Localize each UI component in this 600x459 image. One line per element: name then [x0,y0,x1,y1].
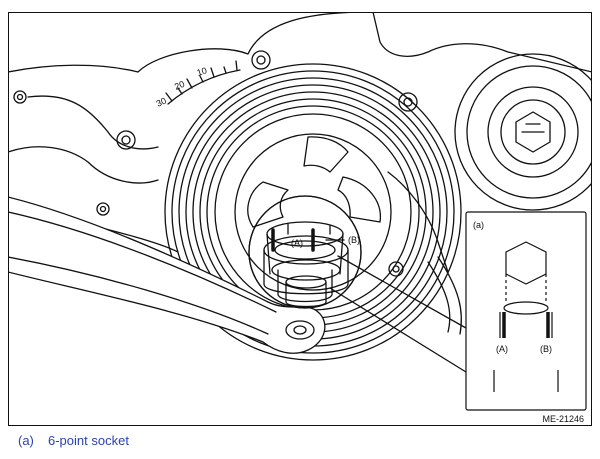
figure-id: ME-21246 [542,414,584,424]
diagram-canvas: 30 20 10 (A) (B) (a) (A) (B) ME-21246 [8,12,592,426]
pulley-window [303,136,349,173]
scale-tick-label: 20 [173,79,186,92]
wrench-handle [9,196,326,354]
figure-caption: (a) 6-point socket [18,433,129,448]
engine-diagram: 30 20 10 (A) (B) (a) (A) (B) ME-21246 [8,12,592,426]
inset-detail [465,211,587,411]
inset-leader [337,255,467,329]
inset-callout-a: (A) [496,344,508,354]
pulley-window [247,181,289,228]
engine-block-outline-right [372,13,591,73]
caption-text: 6-point socket [48,433,129,448]
idler-pulley [454,53,591,211]
scale-tick-label: 10 [196,65,209,78]
inset-title: (a) [473,220,484,230]
scale-tick-label: 30 [155,96,168,109]
idler-bolt-hex [515,111,551,153]
timing-scale [165,60,241,105]
pulley-window [337,176,381,223]
engine-lower-contour [9,146,159,184]
callout-b: (B) [348,235,360,245]
engine-block-outline [9,13,351,73]
magnifier-circle [248,195,362,309]
hex-socket-icon [505,241,547,285]
block-bolt-bosses [13,50,418,277]
inset-leader [329,287,467,373]
callout-a: (A) [291,238,303,248]
caption-key: (a) [18,433,34,448]
inset-callout-b: (B) [540,344,552,354]
